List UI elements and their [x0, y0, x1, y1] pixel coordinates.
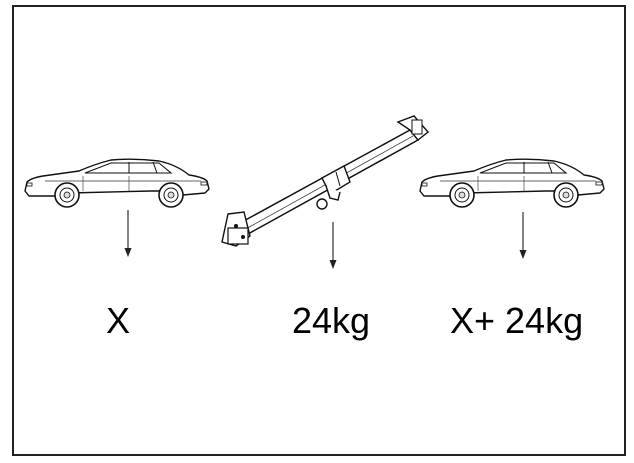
arrow-center — [328, 221, 338, 270]
car-illustration-left — [24, 158, 210, 208]
arrow-right — [518, 211, 528, 260]
diagram-frame — [12, 5, 626, 456]
car-illustration-right — [419, 158, 605, 208]
car-weight-label: X — [106, 300, 131, 341]
arrow-left — [123, 209, 133, 258]
towbar-weight-label: 24kg — [292, 300, 371, 341]
towbar-illustration — [221, 115, 430, 247]
total-weight-label: X+ 24kg — [450, 300, 584, 341]
